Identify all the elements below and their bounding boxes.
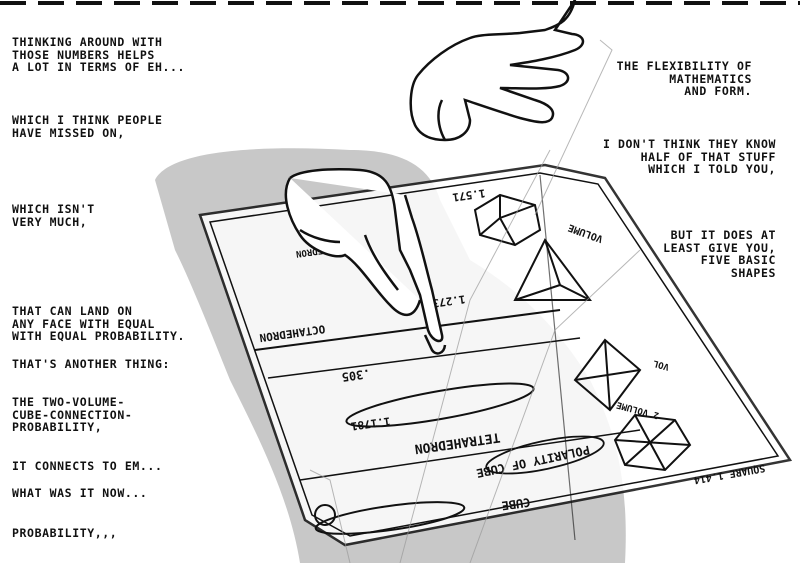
- caption-left-1: THINKING AROUND WITH THOSE NUMBERS HELPS…: [12, 35, 186, 74]
- sheet-num-b: 1.1781: [350, 414, 392, 432]
- caption-right-2: I DON'T THINK THEY KNOW HALF OF THAT STU…: [602, 137, 776, 176]
- caption-left-3: WHICH ISN'T VERY MUCH,: [12, 202, 95, 229]
- pointing-hand: [284, 168, 447, 355]
- top-dashed-border: [0, 1, 800, 5]
- caption-left-6: THE TWO-VOLUME- CUBE-CONNECTION- PROBABI…: [12, 395, 133, 434]
- octahedron-drawing: [573, 338, 642, 412]
- cube-drawing: [473, 193, 542, 247]
- caption-left-9: PROBABILITY,,,: [12, 526, 118, 540]
- caption-left-7: IT CONNECTS TO EM...: [12, 459, 163, 473]
- open-hand: [409, 0, 585, 142]
- caption-left-4: THAT CAN LAND ON ANY FACE WITH EQUAL WIT…: [12, 304, 186, 343]
- sheet-num-d: 1.571: [451, 186, 486, 204]
- connector-lines: [309, 39, 641, 563]
- caption-left-8: WHAT WAS IT NOW...: [12, 486, 148, 500]
- math-sheet: TETRAHEDRON OCTAHEDRON POLARITY OF CUBE …: [198, 163, 793, 547]
- caption-left-2: WHICH I THINK PEOPLE HAVE MISSED ON,: [12, 113, 163, 140]
- tetrahedron-drawing: [513, 238, 592, 301]
- caption-right-3: BUT IT DOES AT LEAST GIVE YOU, FIVE BASI…: [663, 228, 776, 280]
- icosahedron-drawing: [613, 413, 692, 472]
- caption-right-1: THE FLEXIBILITY OF MATHEMATICS AND FORM.: [616, 59, 752, 98]
- sheet-num-f: VOL: [652, 357, 671, 371]
- sheet-num-c: .305: [341, 366, 372, 384]
- sheet-num-a: 1.273: [432, 292, 467, 309]
- caption-left-5: THAT'S ANOTHER THING:: [12, 357, 170, 371]
- sheet-label-cube: CUBE: [501, 495, 532, 513]
